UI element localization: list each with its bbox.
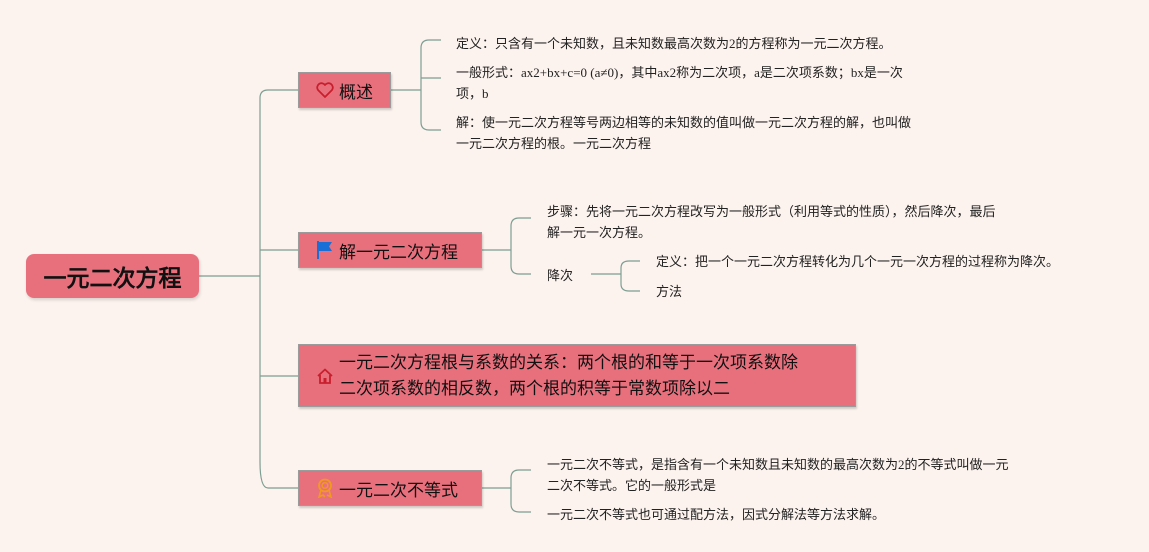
inequality-definition: 一元二次不等式，是指含有一个未知数且未知数的最高次数为2的不等式叫做一元 二次不… bbox=[547, 457, 1009, 493]
reduce-degree-method: 方法 bbox=[656, 284, 683, 299]
reduce-degree-definition: 定义：把一个一元二次方程转化为几个一元一次方程的过程称为降次。 bbox=[656, 254, 1060, 269]
branch-roots-coefficients[interactable]: 一元二次方程根与系数的关系：两个根的和等于一次项系数除 二次项系数的相反数，两个… bbox=[298, 344, 856, 407]
branch-overview[interactable]: 概述 bbox=[298, 72, 391, 108]
flag-icon bbox=[315, 240, 335, 260]
solve-reduce-degree: 降次 bbox=[547, 268, 574, 283]
branch-inequality[interactable]: 一元二次不等式 bbox=[298, 470, 482, 506]
overview-definition: 定义：只含有一个未知数，且未知数最高次数为2的方程称为一元二次方程。 bbox=[456, 36, 892, 51]
heart-icon bbox=[315, 80, 335, 100]
root-node[interactable]: 一元二次方程 bbox=[26, 254, 199, 298]
home-icon bbox=[315, 366, 335, 386]
root-label: 一元二次方程 bbox=[43, 266, 182, 292]
branch-solve[interactable]: 解一元二次方程 bbox=[298, 232, 482, 268]
branch-roots-coefficients-label: 一元二次方程根与系数的关系：两个根的和等于一次项系数除 二次项系数的相反数，两个… bbox=[339, 352, 798, 399]
inequality-solving-methods: 一元二次不等式也可通过配方法，因式分解法等方法求解。 bbox=[547, 507, 886, 522]
solve-steps: 步骤：先将一元二次方程改写为一般形式（利用等式的性质），然后降次，最后 解一元一… bbox=[547, 204, 996, 240]
overview-general-form: 一般形式：ax2+bx+c=0 (a≠0)，其中ax2称为二次项，a是二次项系数… bbox=[456, 65, 903, 101]
branch-solve-label: 解一元二次方程 bbox=[339, 242, 458, 263]
branch-inequality-label: 一元二次不等式 bbox=[339, 480, 458, 501]
branch-overview-label: 概述 bbox=[339, 82, 373, 103]
award-icon bbox=[315, 478, 335, 498]
overview-solution: 解：使一元二次方程等号两边相等的未知数的值叫做一元二次方程的解，也叫做 一元二次… bbox=[456, 115, 912, 151]
